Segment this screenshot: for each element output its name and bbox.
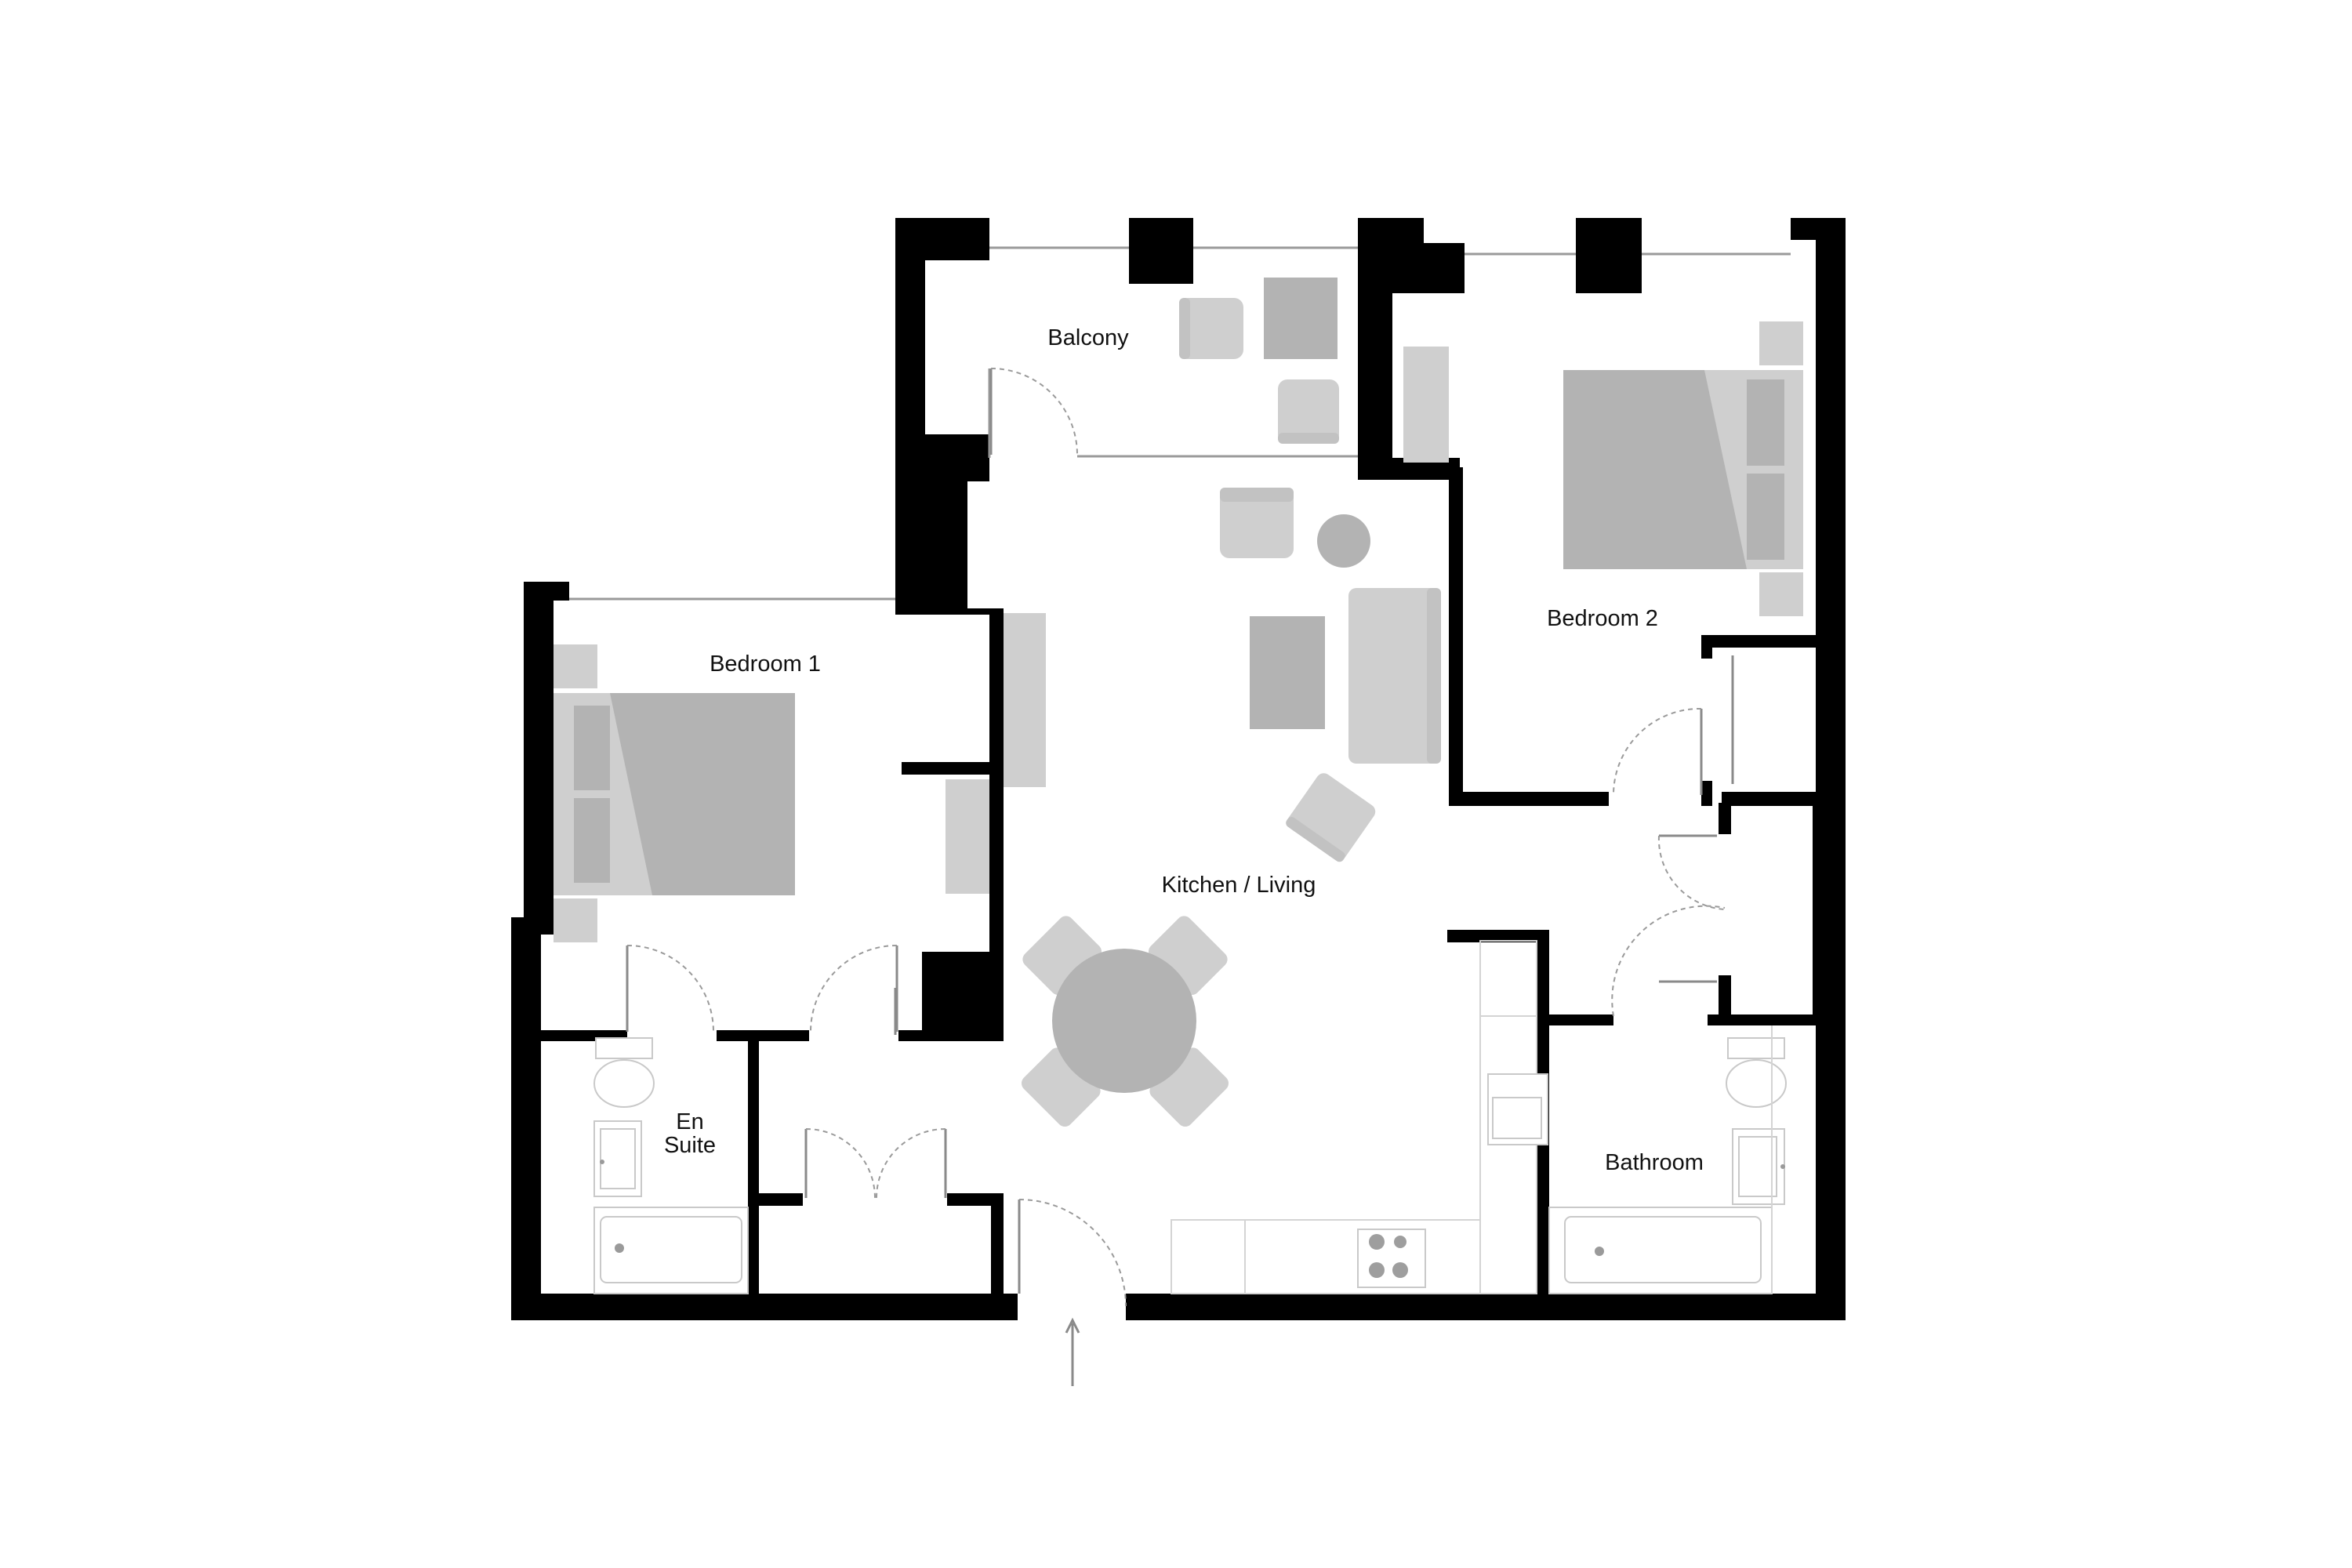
toilet-icon bbox=[1726, 1059, 1787, 1108]
sideboard bbox=[1004, 613, 1046, 787]
balcony-chair-2 bbox=[1278, 379, 1339, 444]
balcony-label: Balcony bbox=[1047, 325, 1129, 350]
nightstand bbox=[554, 644, 597, 688]
nightstand bbox=[1759, 321, 1803, 365]
balcony-table bbox=[1264, 278, 1338, 359]
bathroom-fixtures bbox=[1548, 1025, 1787, 1294]
hob-icon bbox=[1357, 1229, 1426, 1288]
nightstand bbox=[1759, 572, 1803, 616]
dining-table bbox=[1052, 949, 1196, 1093]
walls bbox=[511, 218, 1846, 1320]
balcony-furniture bbox=[1179, 278, 1339, 444]
desk bbox=[1403, 347, 1449, 463]
room-labels: Balcony Bedroom 1 Bedroom 2 Kitchen / Li… bbox=[664, 325, 1704, 1175]
en-suite-label-line1: En bbox=[676, 1109, 703, 1134]
wardrobe bbox=[946, 779, 989, 894]
kitchen-living-label: Kitchen / Living bbox=[1162, 873, 1316, 898]
coffee-table bbox=[1250, 616, 1325, 729]
toilet-icon bbox=[593, 1059, 655, 1108]
living-furniture bbox=[1004, 488, 1441, 1127]
side-table bbox=[1317, 514, 1370, 568]
bedroom2-label: Bedroom 2 bbox=[1547, 606, 1658, 631]
windows bbox=[569, 246, 1791, 601]
bedroom1-furniture bbox=[554, 644, 989, 942]
en-suite-label-line2: Suite bbox=[664, 1133, 716, 1158]
balcony-chair bbox=[1179, 298, 1243, 359]
sofa bbox=[1348, 588, 1441, 764]
nightstand bbox=[554, 898, 597, 942]
dining-set bbox=[1021, 916, 1229, 1127]
bedroom1-label: Bedroom 1 bbox=[710, 652, 821, 677]
ensuite-fixtures bbox=[593, 1037, 749, 1294]
bathroom-label: Bathroom bbox=[1605, 1150, 1704, 1175]
doors bbox=[626, 368, 1734, 1386]
bedroom2-furniture bbox=[1403, 321, 1803, 616]
kitchen bbox=[1171, 940, 1548, 1294]
armchair bbox=[1220, 488, 1294, 558]
